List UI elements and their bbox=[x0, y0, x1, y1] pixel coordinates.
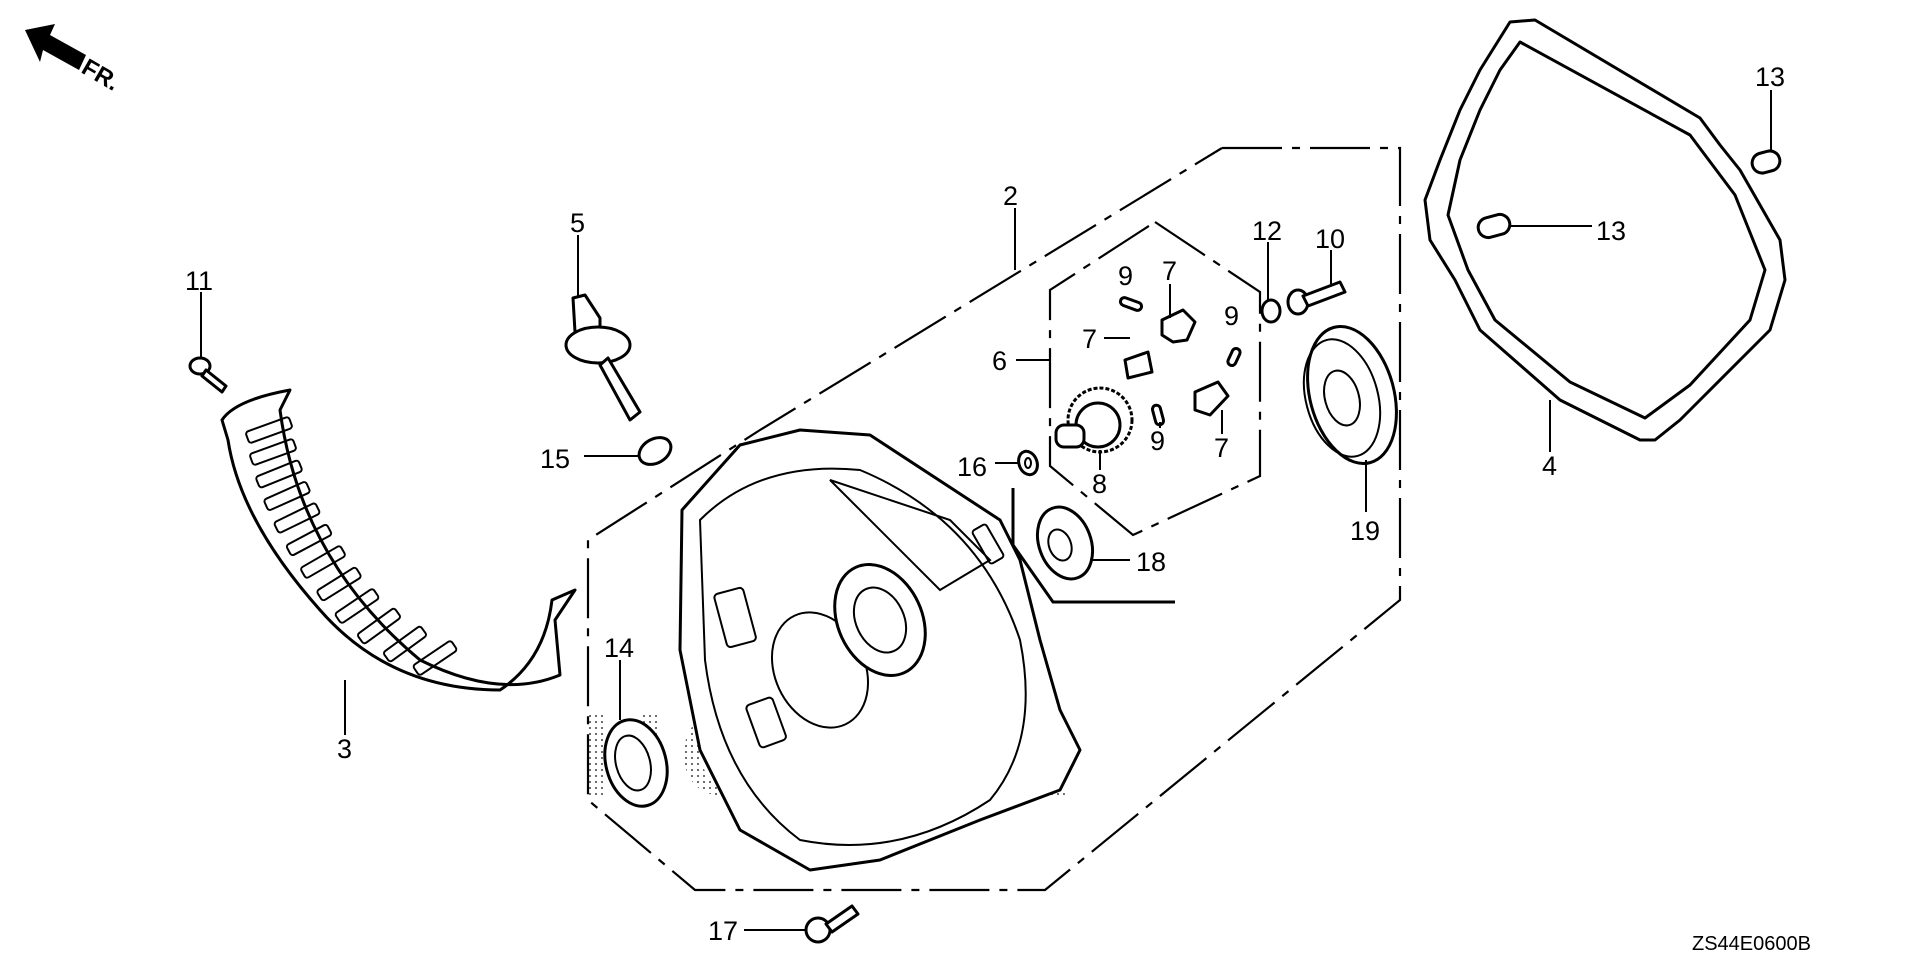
part-13-dowel-pin-a bbox=[1750, 149, 1782, 175]
callout-9b: 9 bbox=[1224, 301, 1239, 331]
part-10-shaft bbox=[1286, 280, 1347, 316]
callout-13a: 13 bbox=[1755, 62, 1785, 92]
part-17-bolt bbox=[804, 904, 860, 944]
bracket-16-18 bbox=[1011, 488, 1175, 604]
callout-15: 15 bbox=[540, 444, 570, 474]
part-14-oil-seal bbox=[603, 718, 669, 808]
callout-16: 16 bbox=[957, 452, 987, 482]
callout-17: 17 bbox=[708, 916, 738, 946]
front-arrow-icon bbox=[25, 24, 86, 70]
callout-7c: 7 bbox=[1214, 433, 1229, 463]
part-7-governor-weight-c bbox=[1193, 380, 1230, 417]
part-16-washer bbox=[1017, 449, 1039, 477]
part-19-bearing bbox=[1302, 325, 1398, 465]
part-15-o-ring bbox=[637, 436, 673, 466]
callout-4: 4 bbox=[1542, 451, 1557, 481]
callout-2: 2 bbox=[1003, 181, 1018, 211]
callout-11: 11 bbox=[185, 266, 213, 296]
callout-3: 3 bbox=[337, 734, 352, 764]
drawing-code: ZS44E0600B bbox=[1692, 933, 1811, 955]
part-7-governor-weight-b bbox=[1123, 350, 1154, 380]
callout-7b: 7 bbox=[1082, 324, 1097, 354]
callout-13b: 13 bbox=[1596, 216, 1626, 246]
front-direction-indicator: FR. bbox=[25, 24, 124, 97]
assembly-outline-2 bbox=[586, 146, 1402, 892]
assembly-outline-6 bbox=[1048, 221, 1262, 537]
part-7-governor-weight-a bbox=[1160, 308, 1197, 344]
callout-12: 12 bbox=[1252, 216, 1282, 246]
callout-19: 19 bbox=[1350, 516, 1380, 546]
callout-18: 18 bbox=[1136, 547, 1166, 577]
part-2-crankcase-cover bbox=[678, 428, 1082, 872]
callout-7a: 7 bbox=[1162, 256, 1177, 286]
callout-10: 10 bbox=[1315, 224, 1345, 254]
leader-lines bbox=[200, 90, 1772, 931]
part-13-dowel-pin-b bbox=[1476, 212, 1512, 240]
callout-9c: 9 bbox=[1150, 426, 1165, 456]
part-4-gasket bbox=[1423, 18, 1787, 442]
callout-6: 6 bbox=[992, 346, 1007, 376]
part-18-bearing bbox=[1035, 505, 1095, 581]
callout-8: 8 bbox=[1092, 469, 1107, 499]
callout-14: 14 bbox=[604, 633, 634, 663]
part-3-shroud bbox=[220, 388, 577, 692]
part-12-clip bbox=[1260, 298, 1282, 324]
callout-labels: 2 3 4 5 6 7 7 7 8 9 9 9 10 11 12 13 13 1… bbox=[185, 62, 1785, 946]
callout-9a: 9 bbox=[1118, 261, 1133, 291]
part-11-bolt bbox=[188, 356, 228, 394]
part-8-governor-gear bbox=[1054, 386, 1134, 454]
part-5-oil-cap bbox=[564, 293, 642, 422]
callout-5: 5 bbox=[570, 208, 585, 238]
front-label: FR. bbox=[77, 54, 124, 97]
